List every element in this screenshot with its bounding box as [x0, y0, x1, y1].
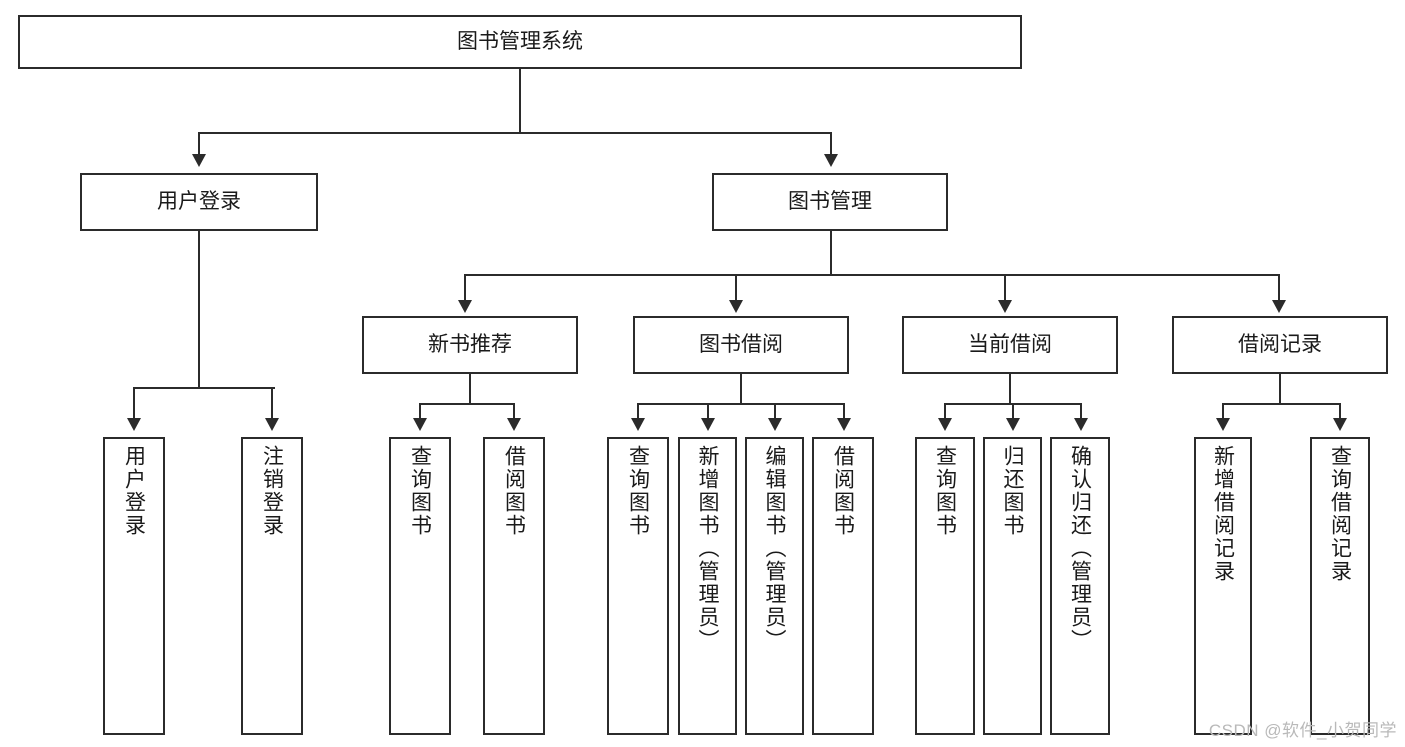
node-borrow-record-label: 借阅记录: [1238, 332, 1322, 356]
node-leaf-borrow-book-1-label: 借阅图书: [502, 445, 526, 537]
edge-cb-drop-2: [1012, 403, 1014, 420]
edge-root-stem: [519, 69, 521, 133]
arrowhead-leaf-return-book: [1006, 418, 1020, 431]
edge-root-to-user-login: [198, 132, 200, 156]
arrowhead-leaf-query-borrow-record: [1333, 418, 1347, 431]
node-user-login[interactable]: 用户登录: [80, 173, 318, 231]
node-leaf-add-borrow-record[interactable]: 新增借阅记录: [1194, 437, 1252, 735]
node-book-manage-label: 图书管理: [788, 189, 872, 213]
node-new-book-recommend-label: 新书推荐: [428, 332, 512, 356]
edge-user-login-drop-2: [271, 387, 273, 420]
edge-nbr-drop-2: [513, 403, 515, 420]
arrowhead-leaf-borrow-book-2: [837, 418, 851, 431]
node-root-label: 图书管理系统: [457, 29, 583, 53]
node-leaf-add-book-admin[interactable]: 新增图书（管理员）: [678, 437, 737, 735]
edge-cb-drop-3: [1080, 403, 1082, 420]
arrowhead-book-borrow: [729, 300, 743, 313]
edge-cb-drop-1: [944, 403, 946, 420]
edge-bb-drop-1: [637, 403, 639, 420]
arrowhead-leaf-user-login: [127, 418, 141, 431]
node-leaf-edit-book-admin-label: 编辑图书（管理员）: [763, 445, 786, 652]
edge-book-manage-drop-3: [1004, 274, 1006, 302]
edge-book-borrow-bus: [637, 403, 845, 405]
edge-book-manage-stem: [830, 231, 832, 275]
edge-bb-drop-4: [843, 403, 845, 420]
node-user-login-label: 用户登录: [157, 189, 241, 213]
edge-user-login-drop-1: [133, 387, 135, 420]
arrowhead-new-book-recommend: [458, 300, 472, 313]
edge-book-manage-drop-1: [464, 274, 466, 302]
node-leaf-query-borrow-record[interactable]: 查询借阅记录: [1310, 437, 1370, 735]
arrowhead-book-manage: [824, 154, 838, 167]
node-leaf-query-book-1[interactable]: 查询图书: [389, 437, 451, 735]
node-leaf-query-book-2[interactable]: 查询图书: [607, 437, 669, 735]
node-leaf-add-book-admin-label: 新增图书（管理员）: [696, 445, 719, 652]
edge-br-drop-2: [1339, 403, 1341, 420]
edge-bb-drop-2: [707, 403, 709, 420]
edge-borrow-record-bus: [1222, 403, 1341, 405]
edge-current-borrow-stem: [1009, 374, 1011, 404]
edge-root-bus: [198, 132, 832, 134]
node-root[interactable]: 图书管理系统: [18, 15, 1022, 69]
arrowhead-leaf-query-book-3: [938, 418, 952, 431]
edge-root-to-book-manage: [830, 132, 832, 156]
edge-br-drop-1: [1222, 403, 1224, 420]
edge-book-manage-drop-4: [1278, 274, 1280, 302]
arrowhead-leaf-query-book-1: [413, 418, 427, 431]
edge-book-borrow-stem: [740, 374, 742, 404]
edge-new-book-recommend-bus: [419, 403, 514, 405]
edge-book-manage-bus: [464, 274, 1280, 276]
edge-book-manage-drop-2: [735, 274, 737, 302]
arrowhead-borrow-record: [1272, 300, 1286, 313]
node-leaf-user-login[interactable]: 用户登录: [103, 437, 165, 735]
edge-user-login-stem: [198, 231, 200, 388]
node-book-borrow[interactable]: 图书借阅: [633, 316, 849, 374]
arrowhead-leaf-user-logout: [265, 418, 279, 431]
edge-new-book-recommend-stem: [469, 374, 471, 404]
arrowhead-leaf-confirm-return-admin: [1074, 418, 1088, 431]
node-leaf-confirm-return-admin[interactable]: 确认归还（管理员）: [1050, 437, 1110, 735]
node-current-borrow-label: 当前借阅: [968, 332, 1052, 356]
arrowhead-leaf-add-borrow-record: [1216, 418, 1230, 431]
node-leaf-return-book[interactable]: 归还图书: [983, 437, 1042, 735]
node-leaf-query-book-3-label: 查询图书: [933, 445, 957, 537]
node-book-manage[interactable]: 图书管理: [712, 173, 948, 231]
node-current-borrow[interactable]: 当前借阅: [902, 316, 1118, 374]
node-leaf-user-logout-label: 注销登录: [260, 445, 284, 537]
node-leaf-query-borrow-record-label: 查询借阅记录: [1328, 445, 1352, 583]
arrowhead-current-borrow: [998, 300, 1012, 313]
edge-nbr-drop-1: [419, 403, 421, 420]
node-leaf-confirm-return-admin-label: 确认归还（管理员）: [1068, 445, 1092, 652]
node-leaf-query-book-1-label: 查询图书: [408, 445, 432, 537]
node-leaf-query-book-3[interactable]: 查询图书: [915, 437, 975, 735]
edge-user-login-bus: [133, 387, 275, 389]
arrowhead-leaf-add-book-admin: [701, 418, 715, 431]
node-leaf-borrow-book-2-label: 借阅图书: [831, 445, 855, 537]
node-leaf-borrow-book-2[interactable]: 借阅图书: [812, 437, 874, 735]
edge-borrow-record-stem: [1279, 374, 1281, 404]
arrowhead-leaf-borrow-book-1: [507, 418, 521, 431]
node-borrow-record[interactable]: 借阅记录: [1172, 316, 1388, 374]
node-leaf-borrow-book-1[interactable]: 借阅图书: [483, 437, 545, 735]
node-leaf-query-book-2-label: 查询图书: [626, 445, 650, 537]
arrowhead-leaf-query-book-2: [631, 418, 645, 431]
node-leaf-add-borrow-record-label: 新增借阅记录: [1211, 445, 1235, 583]
node-leaf-user-logout[interactable]: 注销登录: [241, 437, 303, 735]
node-book-borrow-label: 图书借阅: [699, 332, 783, 356]
node-leaf-edit-book-admin[interactable]: 编辑图书（管理员）: [745, 437, 804, 735]
edge-bb-drop-3: [774, 403, 776, 420]
node-leaf-user-login-label: 用户登录: [122, 445, 146, 537]
node-leaf-return-book-label: 归还图书: [1001, 445, 1024, 537]
arrowhead-leaf-edit-book-admin: [768, 418, 782, 431]
node-new-book-recommend[interactable]: 新书推荐: [362, 316, 578, 374]
arrowhead-user-login: [192, 154, 206, 167]
